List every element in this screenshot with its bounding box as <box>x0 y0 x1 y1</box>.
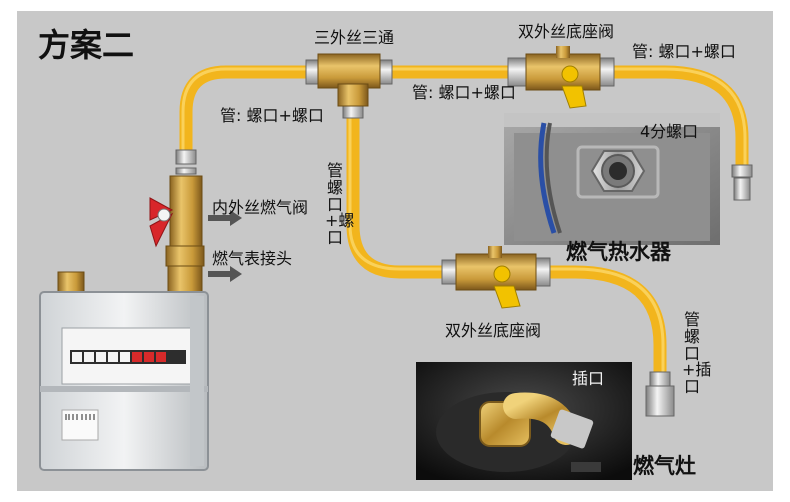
bottom-valve <box>455 246 537 309</box>
pipe-vertical-label: 管螺口+螺口 <box>325 161 355 248</box>
valve-bottom-label: 双外丝底座阀 <box>445 321 542 340</box>
socket-label: 插口 <box>572 369 605 388</box>
hose-bottom-right <box>541 265 667 379</box>
stove-label: 燃气灶 <box>633 454 696 478</box>
inner-outer-valve <box>149 175 203 248</box>
hose-vertical <box>346 111 449 279</box>
gas-stove-photo <box>416 362 632 480</box>
pointer-arrows <box>208 210 242 282</box>
inner-outer-valve-label: 内外丝燃气阀 <box>212 198 309 217</box>
pipe-bottom-right-label: 管螺口+插口 <box>682 310 712 397</box>
hose-right-top <box>605 65 749 172</box>
tee-fitting <box>317 53 381 107</box>
arrow-meter-connector <box>208 266 242 282</box>
pipe-right-top-label: 管: 螺口+螺口 <box>632 42 736 61</box>
pipe-left-label: 管: 螺口+螺口 <box>220 106 324 125</box>
tee-label: 三外丝三通 <box>314 28 395 47</box>
arrow-inner-outer-valve <box>208 210 242 226</box>
pipe-mid-label: 管: 螺口+螺口 <box>412 83 516 102</box>
water-heater-photo <box>504 113 720 245</box>
thread-4-label: 4分螺口 <box>640 122 699 141</box>
gas-stove-photo-drawing <box>416 362 632 480</box>
page-title: 方案二 <box>38 26 135 64</box>
hose-left <box>179 65 313 157</box>
yellow-hoses <box>179 65 749 379</box>
hose-end-nuts <box>175 57 753 417</box>
meter-connector <box>165 245 205 297</box>
valve-top-label: 双外丝底座阀 <box>518 22 615 41</box>
top-valve <box>525 46 601 109</box>
water-heater-label: 燃气热水器 <box>566 240 671 264</box>
gas-meter <box>39 271 209 471</box>
water-heater-photo-drawing <box>504 113 720 245</box>
meter-connector-label: 燃气表接头 <box>212 249 293 268</box>
